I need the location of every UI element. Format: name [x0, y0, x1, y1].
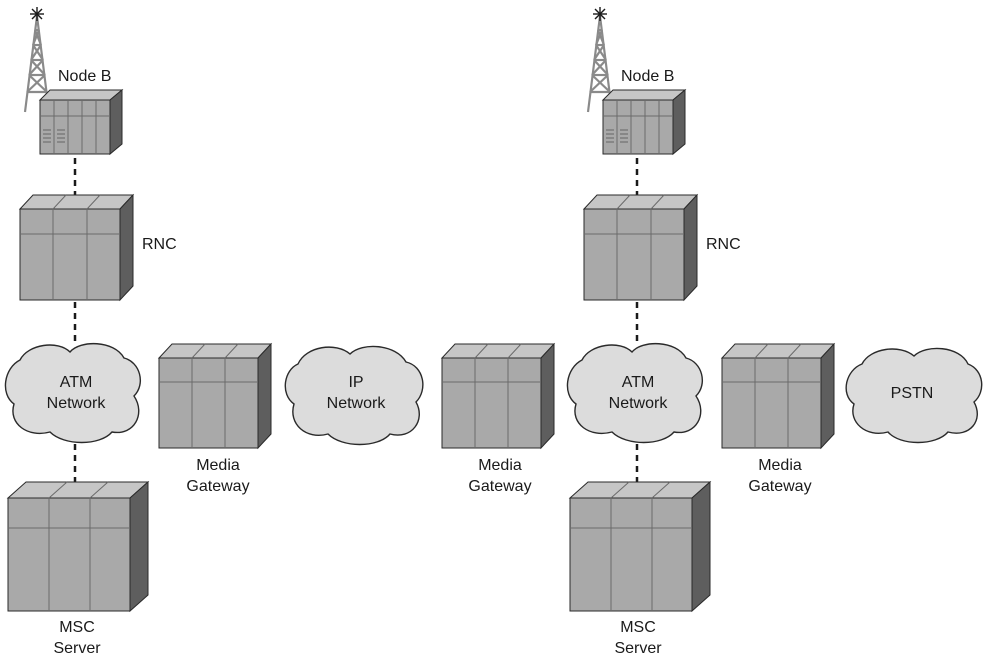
left-rnc-label: RNC	[142, 236, 177, 253]
pstn-cloud	[845, 347, 983, 444]
ip-network-label-line1: IP	[348, 374, 363, 391]
right-media-gateway-label-line1: Media	[758, 457, 802, 474]
left-msc-label-line1: MSC	[59, 619, 95, 636]
left-atm-label-line1: ATM	[60, 374, 93, 391]
right-rnc-cabinet-icon	[582, 193, 699, 302]
left-msc-server-icon	[6, 480, 150, 613]
right-antenna-signal-icon	[593, 7, 607, 21]
left-node-b-cabinet-icon	[38, 88, 124, 156]
center-media-gateway-label-line1: Media	[478, 457, 522, 474]
left-media-gateway-label-line1: Media	[196, 457, 240, 474]
right-node-b-label: Node B	[621, 68, 674, 85]
left-atm-label-line2: Network	[47, 395, 107, 412]
right-msc-label-line1: MSC	[620, 619, 656, 636]
left-media-gateway-icon	[157, 342, 273, 450]
right-rnc-label: RNC	[706, 236, 741, 253]
left-antenna-tower-icon	[23, 15, 51, 113]
right-msc-server-icon	[568, 480, 712, 613]
right-media-gateway-icon	[720, 342, 836, 450]
right-atm-network-cloud	[566, 342, 704, 444]
ip-network-label-line2: Network	[327, 395, 387, 412]
left-media-gateway-label-line2: Gateway	[186, 478, 249, 495]
right-media-gateway-label-line2: Gateway	[748, 478, 811, 495]
left-msc-label-line2: Server	[53, 640, 101, 657]
center-media-gateway-label-line2: Gateway	[468, 478, 531, 495]
ip-network-cloud	[284, 345, 424, 446]
right-atm-label-line1: ATM	[622, 374, 655, 391]
left-atm-network-cloud	[4, 342, 142, 444]
left-node-b-label: Node B	[58, 68, 111, 85]
pstn-label: PSTN	[891, 385, 934, 402]
right-msc-label-line2: Server	[614, 640, 662, 657]
right-node-b-cabinet-icon	[601, 88, 687, 156]
center-media-gateway-icon	[440, 342, 556, 450]
left-antenna-signal-icon	[30, 7, 44, 21]
right-atm-label-line2: Network	[609, 395, 669, 412]
left-rnc-cabinet-icon	[18, 193, 135, 302]
